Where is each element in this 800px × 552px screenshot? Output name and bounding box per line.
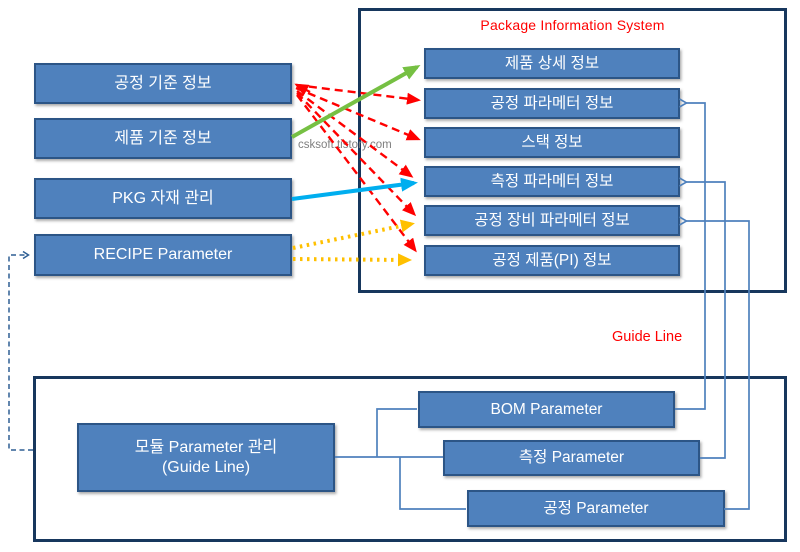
module-parameter-container [33,376,787,542]
node-bom-parameter: BOM Parameter [418,391,675,428]
node-recipe-parameter: RECIPE Parameter [34,234,292,276]
node-equip-param-info: 공정 장비 파라메터 정보 [424,205,680,236]
node-pkg-material-mgmt: PKG 자재 관리 [34,178,292,219]
node-process-parameter: 공정 Parameter [467,490,725,527]
node-process-product-pi-info: 공정 제품(PI) 정보 [424,245,680,276]
node-measure-parameter: 측정 Parameter [443,440,700,476]
pis-title: Package Information System [480,17,665,33]
node-process-param-info: 공정 파라메터 정보 [424,88,680,119]
module-parameter-mgmt-line2: (Guide Line) [161,458,251,476]
module-parameter-mgmt-line1: 모듈 Parameter 관리 [134,438,278,456]
node-process-standard-info: 공정 기준 정보 [34,63,292,104]
node-measure-param-info: 측정 파라메터 정보 [424,166,680,197]
node-module-parameter-mgmt: 모듈 Parameter 관리 (Guide Line) [77,423,335,492]
guide-line-label: Guide Line [612,329,683,345]
node-product-standard-info: 제품 기준 정보 [34,118,292,159]
node-product-detail-info: 제품 상세 정보 [424,48,680,79]
red-back-arrowhead [294,83,311,96]
dashed-feedback-connector [8,250,33,451]
watermark-text: csksoft.tistory.com [298,139,392,151]
node-stack-info: 스택 정보 [424,127,680,158]
